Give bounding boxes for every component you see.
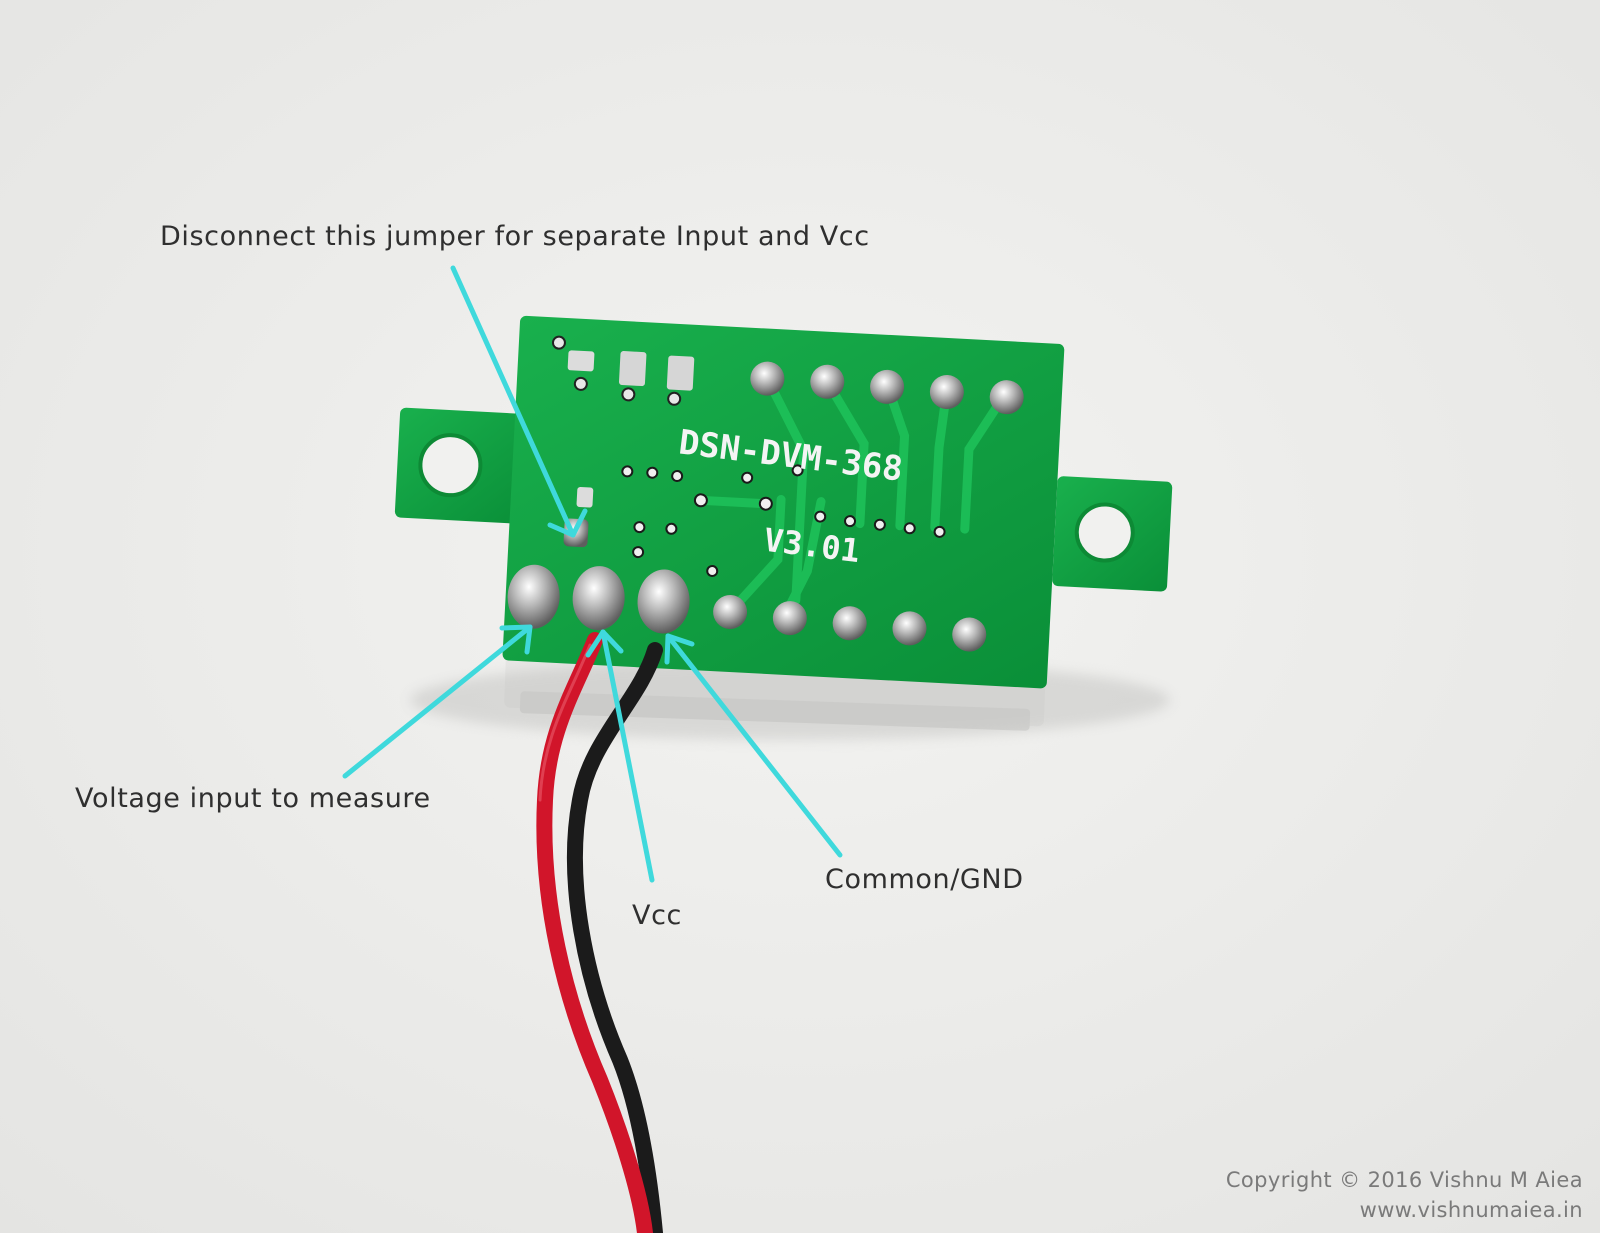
solder-terminals: [507, 564, 690, 634]
jumper-arrow: [450, 265, 588, 538]
gnd-arrow: [664, 633, 843, 858]
annotation-arrows: [342, 265, 843, 883]
bottom-header-pins: [713, 594, 987, 652]
wires: [536, 632, 663, 1233]
left-mount-hole: [418, 433, 483, 498]
vcc-annotation-label: Vcc: [632, 900, 682, 931]
vcc-arrow: [585, 629, 655, 883]
right-mount-hole: [1074, 502, 1135, 563]
input-arrow: [342, 624, 533, 779]
gnd-annotation-label: Common/GND: [825, 864, 1024, 895]
website-line: www.vishnumaiea.in: [1359, 1198, 1583, 1222]
copyright-line: Copyright © 2016 Vishnu M Aiea: [1225, 1168, 1583, 1192]
red-wire: [536, 632, 653, 1233]
black-wire: [566, 642, 663, 1233]
input-annotation-label: Voltage input to measure: [75, 783, 431, 814]
resistor-pads: [551, 335, 695, 406]
jumper-annotation-label: Disconnect this jumper for separate Inpu…: [160, 221, 870, 252]
top-header-pins: [750, 361, 1024, 415]
pcb-board: DSN-DVM-368 V3.01: [394, 315, 1173, 689]
vias: [621, 464, 946, 577]
